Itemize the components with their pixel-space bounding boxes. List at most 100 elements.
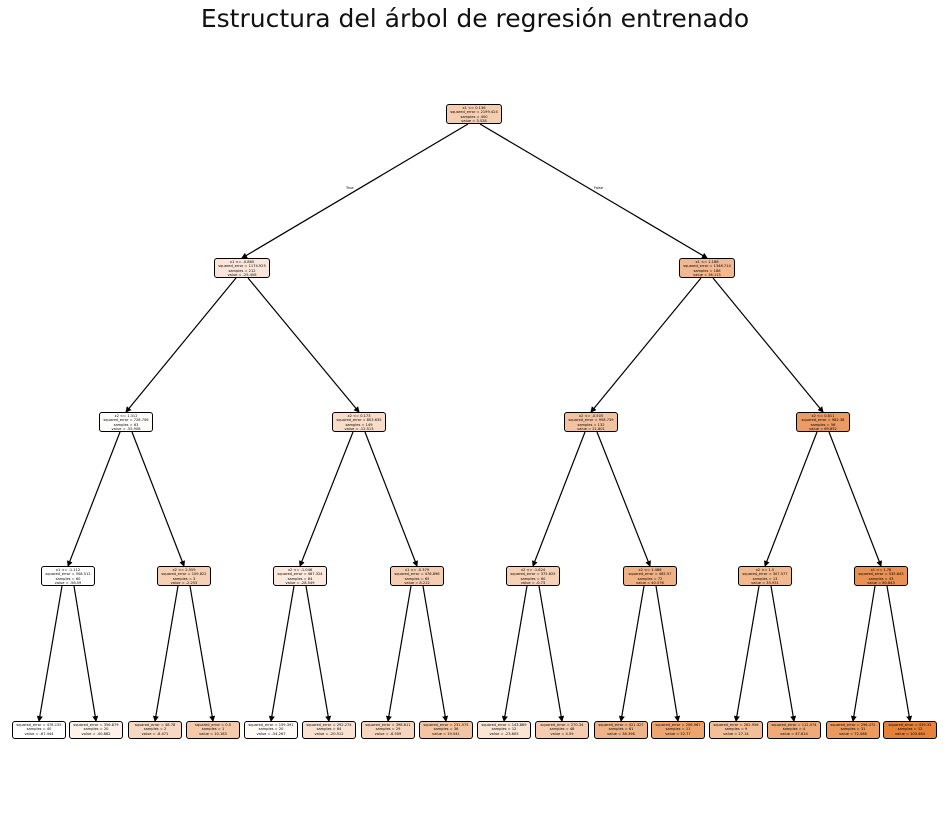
node-text: squared_error = 728.706 <box>103 418 149 423</box>
tree-edge <box>422 585 449 722</box>
node-text: squared_error = 356.879 <box>73 723 119 727</box>
node-text: samples = 12 <box>897 727 923 732</box>
node-text: value = 69.852 <box>809 427 837 432</box>
node-text: value = -8.471 <box>141 731 169 736</box>
node-text: squared_error = 476.896 <box>394 572 440 577</box>
node-text: samples = 84 <box>287 576 313 581</box>
node-text: squared_error = 1174.925 <box>218 264 266 269</box>
node-text: samples = 31 <box>840 727 866 732</box>
tree-edge <box>538 585 565 722</box>
node-text: samples = 149 <box>345 422 373 427</box>
node-text: value = 38.396 <box>607 731 635 736</box>
node-text: value = 3.528 <box>461 119 487 124</box>
tree-edge <box>131 431 185 567</box>
tree-edge <box>364 431 418 567</box>
node-text: samples = 20 <box>258 727 284 732</box>
tree-edge <box>712 277 824 413</box>
node-text: squared_error = 262.956 <box>713 723 759 727</box>
node-text: value = 10.183 <box>199 731 227 736</box>
node-text: x2 <= 1.466 <box>638 568 662 572</box>
tree-edge <box>828 431 882 567</box>
node-text: squared_error = 292.274 <box>306 723 352 727</box>
node-text: squared_error = 48.78 <box>134 723 176 727</box>
node-text: value = -58.59 <box>54 581 82 586</box>
node-text: value = -20.512 <box>314 731 344 736</box>
tree-edge <box>532 431 586 567</box>
node-text: samples = 132 <box>577 422 605 427</box>
tree-edge <box>618 585 645 722</box>
node-text: value = 40.576 <box>636 581 664 586</box>
node-text: squared_error = 803.635 <box>336 418 382 423</box>
node-text: value = 4.59 <box>550 731 574 736</box>
edge-label-true: True <box>346 186 354 190</box>
node-text: squared_error = 112.074 <box>771 723 817 727</box>
node-text: squared_error = 307.577 <box>742 572 788 577</box>
node-text: x2 <= 1.312 <box>114 414 138 418</box>
node-text: samples = 40 <box>26 727 52 732</box>
node-text: samples = 3 <box>172 576 196 581</box>
node-text: samples = 29 <box>375 727 401 732</box>
tree-edge <box>152 585 179 722</box>
node-text: value = 103.464 <box>895 731 925 736</box>
node-text: value = 80.843 <box>867 581 895 586</box>
node-text: value = 72.088 <box>839 731 867 736</box>
node-text: value = -12.513 <box>344 427 374 432</box>
node-text: squared_error = 485.57 <box>628 572 672 577</box>
node-text: x2 <= 1.5 <box>755 568 775 572</box>
node-text: samples = 4 <box>782 727 806 732</box>
node-text: samples = 20 <box>83 727 109 732</box>
node-text: x1 <= -1.112 <box>55 568 81 572</box>
tree-edge <box>501 585 528 722</box>
node-text: squared_error = 958.739 <box>568 418 614 423</box>
node-text: samples = 72 <box>637 576 663 581</box>
node-text: samples = 9 <box>724 727 748 732</box>
node-text: squared_error = 508.512 <box>45 572 91 577</box>
tree-edge <box>36 585 63 722</box>
tree-edge <box>850 585 876 722</box>
node-text: squared_error = 467.324 <box>277 572 323 577</box>
node-text: samples = 60 <box>55 576 81 581</box>
node-text: value = -54.267 <box>256 731 286 736</box>
tree-edge <box>189 585 216 722</box>
node-text: value = -28.549 <box>285 581 315 586</box>
tree-edge <box>733 585 760 722</box>
tree-edge <box>67 431 121 567</box>
node-text: samples = 60 <box>520 576 546 581</box>
tree-edge <box>655 585 681 722</box>
node-text: squared_error = 0.0 <box>194 723 232 727</box>
node-text: samples = 43 <box>868 576 894 581</box>
node-text: x2 <= -0.505 <box>578 414 604 418</box>
tree-edge <box>590 277 702 413</box>
node-text: squared_error = 982.38 <box>801 418 845 423</box>
node-text: squared_error = 375.825 <box>510 572 556 577</box>
tree-edge <box>596 431 651 567</box>
tree-edge <box>479 123 708 259</box>
node-text: squared_error = 398.611 <box>365 723 411 727</box>
node-text: value = -6.509 <box>374 731 402 736</box>
node-text: x2 <= -1.624 <box>520 568 546 572</box>
node-text: value = 27.14 <box>723 731 749 736</box>
node-text: squared_error = 143.869 <box>481 723 527 727</box>
node-text: samples = 188 <box>693 268 721 273</box>
node-text: samples = 13 <box>752 576 778 581</box>
node-text: x2 <= 0.173 <box>347 414 371 418</box>
